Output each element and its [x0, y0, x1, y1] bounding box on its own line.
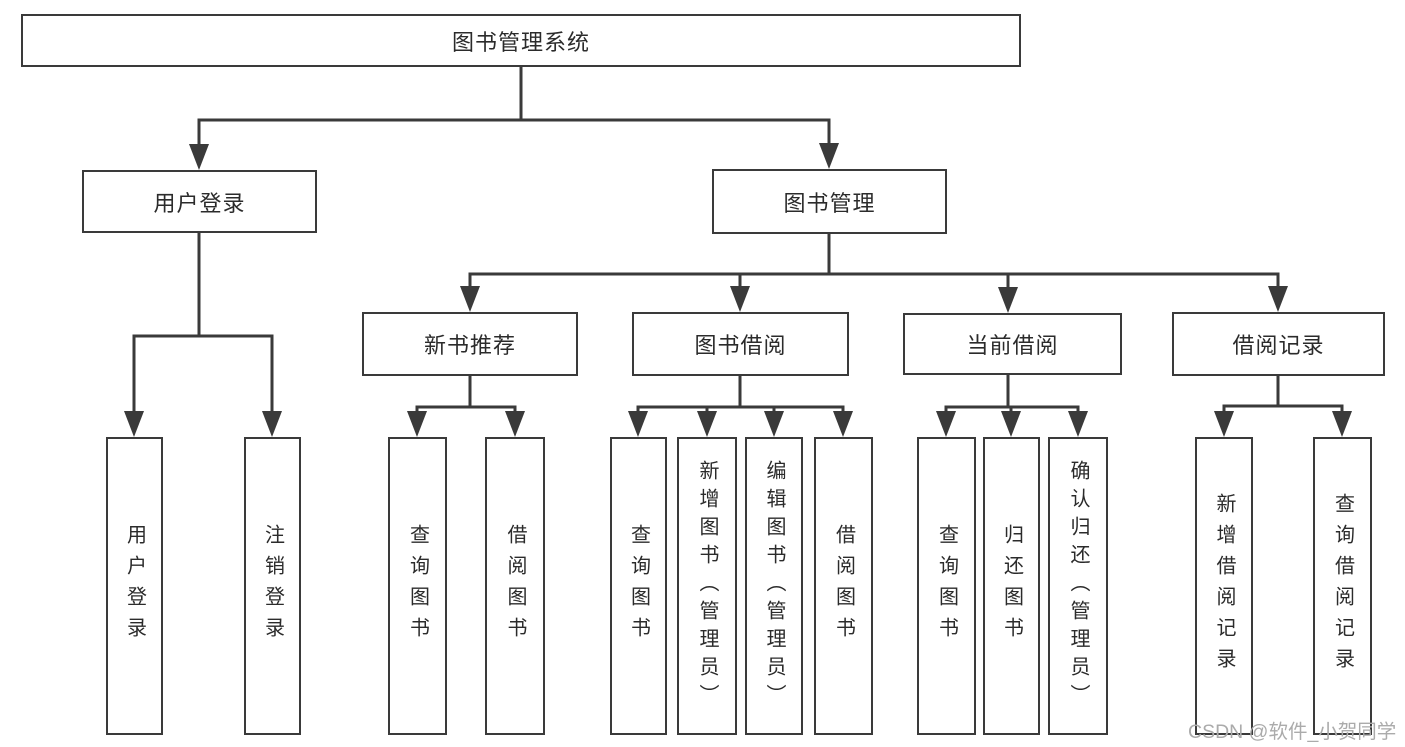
node-book-management-branch: 图书管理	[712, 169, 947, 234]
node-leaf-add-borrow-record: 新增借阅记录	[1195, 437, 1253, 735]
node-leaf-user-login: 用户登录	[106, 437, 163, 735]
node-new-book-recommend: 新书推荐	[362, 312, 578, 376]
node-library-management-system: 图书管理系统	[21, 14, 1021, 67]
node-leaf-query-borrow-record: 查询借阅记录	[1313, 437, 1372, 735]
node-leaf-return-book: 归还图书	[983, 437, 1040, 735]
node-leaf-logout: 注销登录	[244, 437, 301, 735]
node-leaf-confirm-return-admin: 确认归还（管理员）	[1048, 437, 1108, 735]
node-user-login-branch: 用户登录	[82, 170, 317, 233]
node-leaf-query-book-borrowing: 查询图书	[610, 437, 667, 735]
node-book-borrowing: 图书借阅	[632, 312, 849, 376]
node-current-borrowing: 当前借阅	[903, 313, 1122, 375]
node-leaf-query-book-current: 查询图书	[917, 437, 976, 735]
node-borrowing-records: 借阅记录	[1172, 312, 1385, 376]
node-leaf-query-book-recommend: 查询图书	[388, 437, 447, 735]
node-leaf-edit-book-admin: 编辑图书（管理员）	[745, 437, 803, 735]
node-leaf-borrow-book-recommend: 借阅图书	[485, 437, 545, 735]
node-leaf-add-book-admin: 新增图书（管理员）	[677, 437, 737, 735]
watermark: CSDN @软件_小贺同学	[1188, 721, 1397, 743]
node-leaf-borrow-book-borrowing: 借阅图书	[814, 437, 873, 735]
